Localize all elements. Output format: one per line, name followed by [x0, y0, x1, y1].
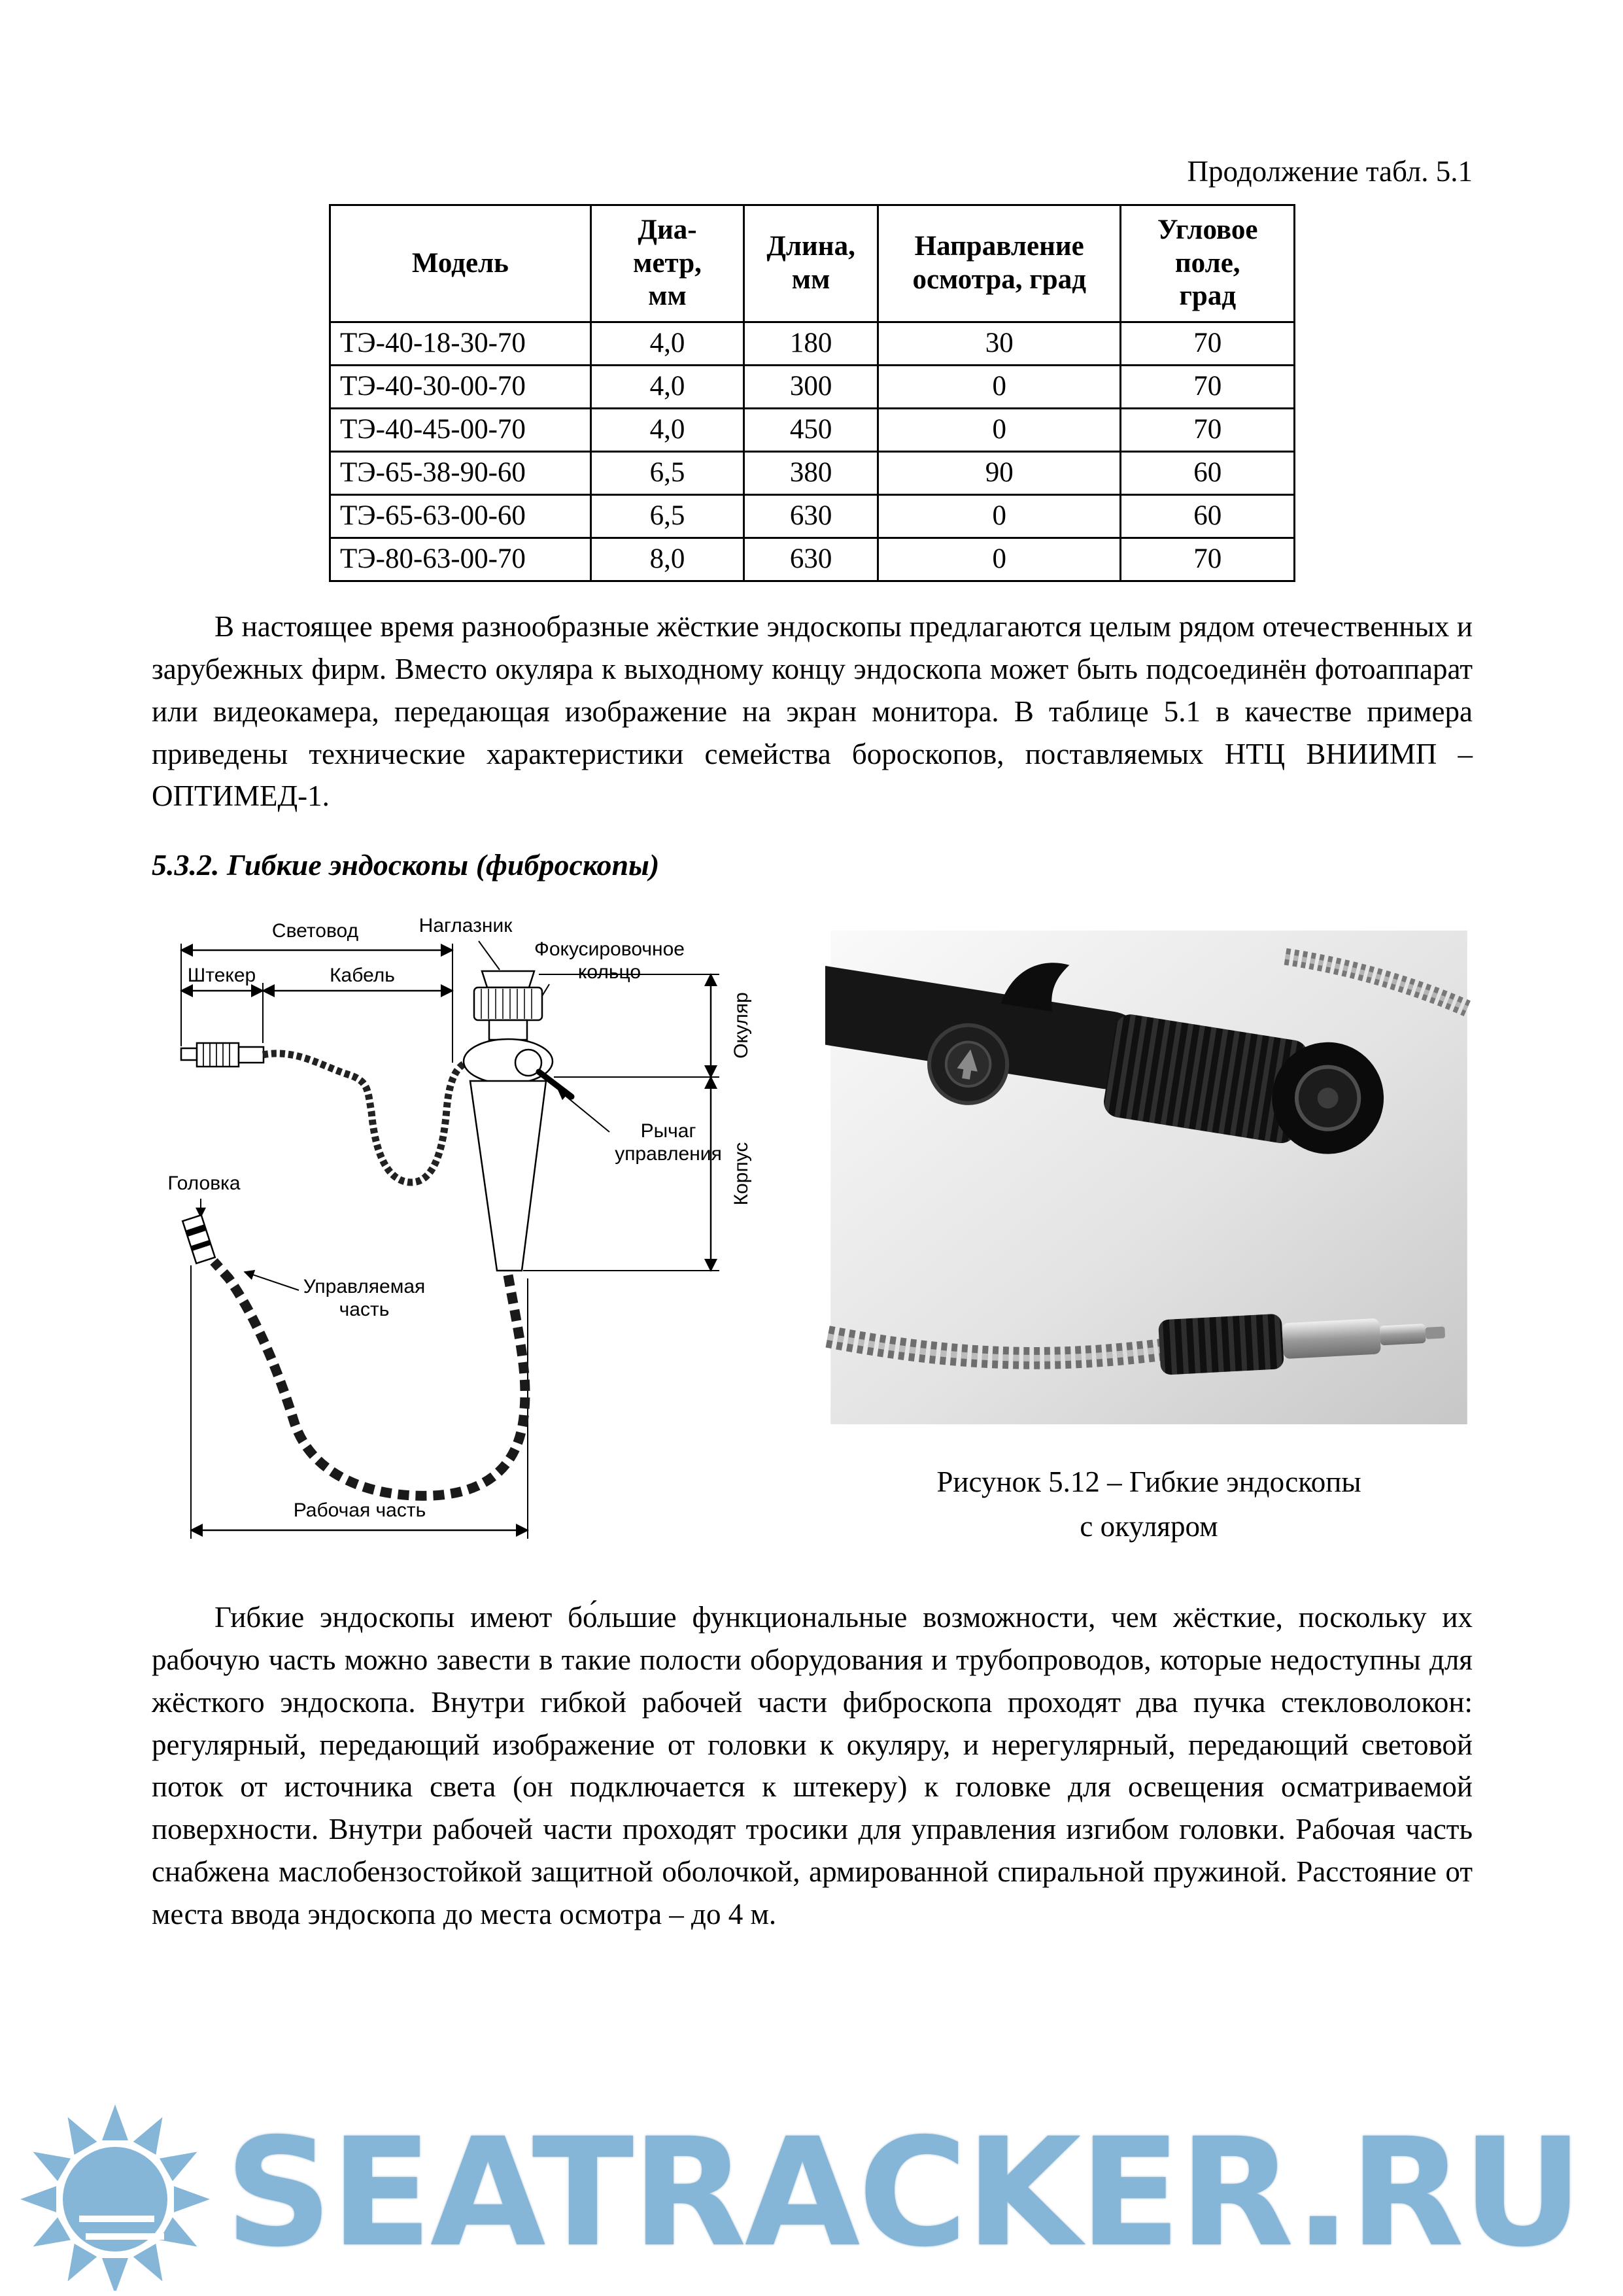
page-content: Продолжение табл. 5.1 Модель Диа- метр, … [152, 154, 1473, 1936]
cell-angular-field: 70 [1119, 407, 1295, 453]
diagram-label-plug: Штекер [187, 965, 256, 987]
table-row: ТЭ-65-38-90-60 6,5 380 90 60 [329, 451, 1295, 496]
fiberscope-diagram: Наглазник Фокусировочное кольцо Световод… [152, 912, 796, 1573]
cell-length: 180 [743, 321, 879, 367]
cell-view-direction: 0 [876, 364, 1122, 410]
col-header-length: Длина, мм [743, 203, 879, 324]
diagram-label-steerable-part: Управляемая часть [303, 1276, 426, 1320]
table-row: ТЭ-40-30-00-70 4,0 300 0 70 [329, 364, 1295, 410]
photo-light-guide-cable [815, 1314, 1445, 1375]
cell-angular-field: 70 [1119, 321, 1295, 367]
table-row: ТЭ-40-18-30-70 4,0 180 30 70 [329, 321, 1295, 367]
light-guide-plug [180, 1042, 265, 1068]
table-row: ТЭ-80-63-00-70 8,0 630 0 70 [329, 537, 1295, 583]
cell-diameter: 8,0 [589, 537, 745, 583]
photo-eyepiece-barrel [1104, 1014, 1308, 1144]
section-heading-5-3-2: 5.3.2. Гибкие эндоскопы (фиброскопы) [152, 848, 660, 882]
diagram-label-head: Головка [167, 1173, 241, 1195]
cell-angular-field: 70 [1119, 537, 1295, 583]
table-header-row: Модель Диа- метр, мм Длина, мм Направлен… [329, 203, 1295, 324]
cell-angular-field: 60 [1119, 494, 1295, 540]
cell-view-direction: 0 [876, 407, 1122, 453]
cell-angular-field: 60 [1119, 451, 1295, 496]
cell-view-direction: 30 [876, 321, 1122, 367]
cell-model: ТЭ-65-63-00-60 [329, 494, 592, 540]
photo-dial-arrow [957, 1049, 978, 1080]
cell-diameter: 6,5 [589, 451, 745, 496]
figure-photo [783, 931, 1471, 1425]
cell-view-direction: 90 [876, 451, 1122, 496]
watermark-text: SEATRACKER.RU [225, 2105, 1583, 2280]
diagram-label-eyecup: Наглазник [419, 915, 513, 937]
cell-angular-field: 70 [1119, 364, 1295, 410]
figure-caption: Рисунок 5.12 – Гибкие эндоскопы с окуляр… [825, 1460, 1473, 1549]
table-continuation-label: Продолжение табл. 5.1 [1187, 155, 1473, 188]
head-drawing [181, 1214, 216, 1265]
cell-model: ТЭ-80-63-00-70 [329, 537, 592, 583]
col-header-diameter: Диа- метр, мм [589, 203, 745, 324]
fiberscope-diagram-drawing [180, 940, 719, 1539]
sun-logo-icon [20, 2104, 210, 2291]
diagram-label-light-guide: Световод [271, 920, 359, 942]
photo-top-spiral-cable [1284, 948, 1471, 1017]
cell-diameter: 4,0 [589, 321, 745, 367]
diagram-label-working-part: Рабочая часть [293, 1499, 426, 1522]
cell-model: ТЭ-40-30-00-70 [329, 364, 592, 410]
table-row: ТЭ-40-45-00-70 4,0 450 0 70 [329, 407, 1295, 453]
col-header-angular-field: Угловое поле, град [1119, 203, 1295, 324]
cell-length: 380 [743, 451, 879, 496]
cell-view-direction: 0 [876, 537, 1122, 583]
figure-caption-line1: Рисунок 5.12 – Гибкие эндоскопы [936, 1465, 1361, 1499]
table-row: ТЭ-65-63-00-60 6,5 630 0 60 [329, 494, 1295, 540]
cell-length: 630 [743, 494, 879, 540]
diagram-label-control-lever: Рычаг управления [615, 1120, 722, 1165]
photo-connector-grip [1158, 1314, 1284, 1375]
cell-model: ТЭ-40-45-00-70 [329, 407, 592, 453]
cell-model: ТЭ-40-18-30-70 [329, 321, 592, 367]
light-guide-cable [262, 1050, 467, 1186]
photo-control-lever [1000, 963, 1070, 1012]
cell-length: 450 [743, 407, 879, 453]
cell-diameter: 4,0 [589, 407, 745, 453]
diagram-label-body: Корпус [730, 1142, 752, 1206]
figure-caption-line2: с окуляром [1080, 1509, 1218, 1543]
col-header-model: Модель [329, 203, 592, 324]
cell-length: 300 [743, 364, 879, 410]
diagram-label-focusing-ring: Фокусировочное кольцо [534, 938, 685, 983]
working-part-tube [210, 1258, 530, 1501]
diagram-label-cable: Кабель [330, 965, 395, 987]
cell-diameter: 4,0 [589, 364, 745, 410]
cell-model: ТЭ-65-38-90-60 [329, 451, 592, 496]
watermark: SEATRACKER.RU [10, 2093, 1620, 2292]
photo-endoscope-body [783, 963, 1384, 1154]
col-header-view-direction: Направление осмотра, град [876, 203, 1122, 324]
borescope-spec-table: Модель Диа- метр, мм Длина, мм Направлен… [329, 203, 1295, 583]
paragraph-flexible-endoscopes: Гибкие эндоскопы имеют бо́льшие функцион… [152, 1601, 1473, 1930]
cell-diameter: 6,5 [589, 494, 745, 540]
figure-5-12: Наглазник Фокусировочное кольцо Световод… [152, 912, 1473, 1573]
paragraph-rigid-endoscopes: В настоящее время разнообразные жёсткие … [152, 610, 1473, 813]
endoscope-body-drawing [462, 970, 575, 1272]
photo-connector-plug [1282, 1318, 1381, 1359]
cell-view-direction: 0 [876, 494, 1122, 540]
cell-length: 630 [743, 537, 879, 583]
figure-photo-column: Рисунок 5.12 – Гибкие эндоскопы с окуляр… [783, 931, 1473, 1549]
diagram-label-eyepiece: Окуляр [730, 992, 752, 1059]
